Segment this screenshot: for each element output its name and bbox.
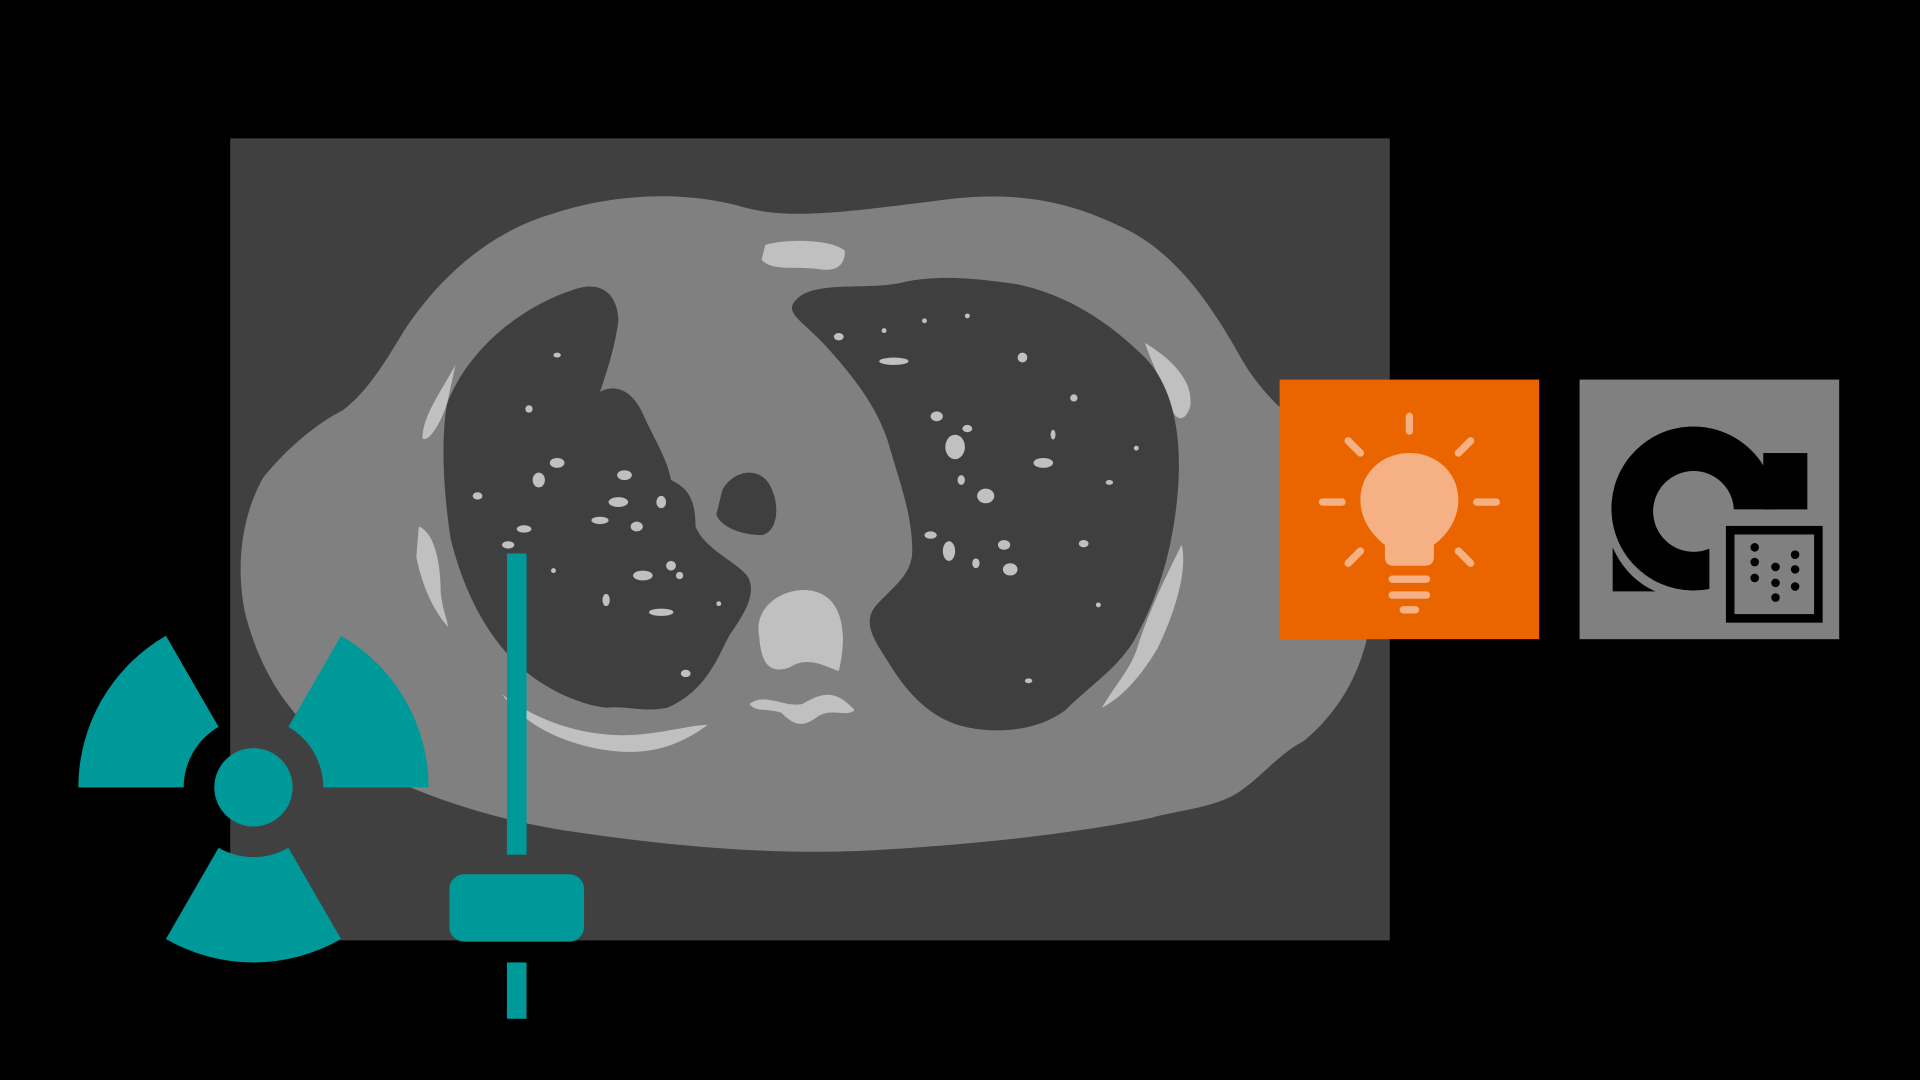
vessel (656, 495, 667, 509)
vessel (602, 593, 610, 607)
vessel (1095, 602, 1101, 608)
vessel (1078, 540, 1089, 548)
trachea (716, 472, 777, 536)
sternum (761, 240, 845, 270)
scan-detector (1725, 525, 1823, 623)
vessel (525, 405, 533, 413)
vessel (942, 541, 956, 561)
vessel (1033, 457, 1054, 468)
vessel (630, 521, 643, 532)
vessel (553, 352, 561, 358)
bones (416, 240, 1191, 752)
vessel (516, 525, 532, 533)
rib (1102, 544, 1184, 708)
vessel (962, 424, 973, 433)
vessel (549, 457, 565, 468)
radiation-blade (165, 847, 342, 963)
vessel (977, 488, 995, 504)
ct-scan-image (230, 138, 1390, 941)
vessel (666, 560, 676, 571)
detector-dots (1750, 543, 1800, 602)
vessel (930, 411, 943, 422)
vessel (922, 318, 927, 324)
vessel (502, 541, 515, 549)
scanner-ring (1611, 426, 1776, 591)
vessel (833, 333, 844, 341)
syringe-icon (449, 553, 585, 1019)
lung-vessels (472, 313, 1139, 684)
light-rays (1318, 412, 1500, 614)
vessel (532, 472, 545, 488)
syringe-plunger (449, 874, 585, 942)
scanner-block (1763, 453, 1808, 510)
vessel (1105, 480, 1114, 485)
left-lung (791, 277, 1179, 731)
rib (416, 526, 449, 627)
vessel (964, 313, 970, 319)
vessel (879, 357, 909, 365)
vessel (716, 601, 722, 607)
ct-scanner-icon (1579, 379, 1840, 640)
vessel (957, 475, 965, 485)
vessel (551, 568, 556, 574)
spine-process (749, 694, 855, 724)
vessel (675, 571, 684, 580)
rib (1144, 342, 1191, 419)
vessel (924, 531, 937, 539)
radiation-center (214, 748, 293, 827)
radiation-blade (288, 635, 429, 788)
vessel (617, 470, 632, 480)
vessel (591, 516, 609, 525)
rib (502, 694, 708, 752)
vessel (1024, 678, 1033, 684)
vessel (1070, 394, 1078, 402)
vessel (633, 570, 653, 581)
vessel (680, 669, 691, 678)
lightbulb-icon (1279, 379, 1540, 640)
vessel (945, 434, 965, 460)
vessel (1002, 563, 1018, 576)
radiation-blade (78, 635, 219, 788)
vessel (997, 540, 1011, 550)
vessel (1050, 429, 1056, 440)
vessel (1017, 352, 1028, 363)
vessel (1133, 445, 1139, 451)
vessel (472, 492, 483, 500)
radiation-icon (78, 635, 429, 963)
vertebra (758, 589, 843, 672)
rib (422, 364, 456, 440)
scanner-base (1612, 547, 1656, 592)
vessel (972, 558, 980, 569)
vessel (881, 328, 887, 334)
syringe-barrel (506, 553, 527, 855)
syringe-stub (506, 962, 527, 1019)
vessel (648, 608, 674, 616)
vessel (608, 497, 629, 507)
bulb (1360, 453, 1459, 566)
